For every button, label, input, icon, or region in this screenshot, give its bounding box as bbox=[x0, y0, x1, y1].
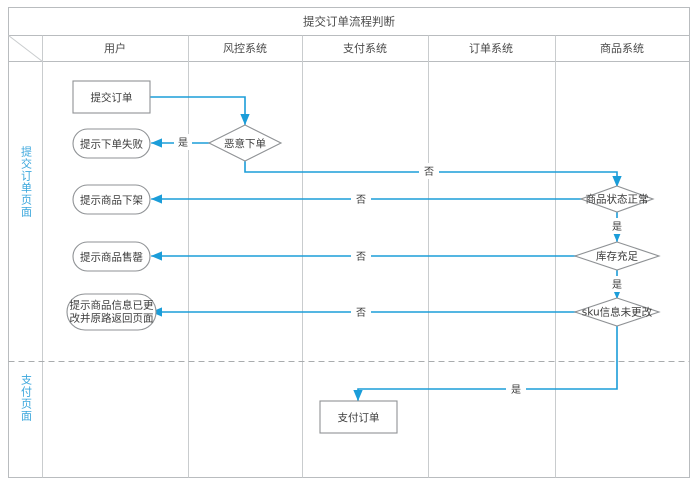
edge-label-stock-yes: 是 bbox=[612, 279, 622, 291]
node-label-malicious-order: 恶意下单 bbox=[224, 137, 266, 150]
node-label-tip-sku-changed-line1: 提示商品信息已更 bbox=[70, 299, 154, 312]
column-header-user: 用户 bbox=[104, 41, 126, 55]
column-header-pay: 支付系统 bbox=[343, 42, 387, 55]
node-submit-order[interactable]: 提交订单 bbox=[72, 80, 151, 114]
node-label-tip-sku-changed-line2: 改并原路返回页面 bbox=[70, 312, 154, 325]
column-header-order: 订单系统 bbox=[469, 42, 513, 55]
edge-label-sku-yes: 是 bbox=[511, 384, 521, 396]
node-tip-order-failed[interactable]: 提示下单失败 bbox=[72, 128, 151, 159]
edge-label-product-status-yes: 是 bbox=[612, 221, 622, 233]
column-header-product: 商品系统 bbox=[600, 41, 644, 55]
node-tip-product-soldout[interactable]: 提示商品售罄 bbox=[72, 241, 151, 272]
node-label-pay-order: 支付订单 bbox=[338, 411, 380, 424]
lane-label-submit-order-page: 提交订单页面 bbox=[20, 146, 33, 218]
lane-label-payment-page: 支付页面 bbox=[20, 374, 33, 422]
swimlane-grid bbox=[8, 7, 690, 478]
node-label-product-status-normal: 商品状态正常 bbox=[586, 193, 649, 206]
column-header-risk: 风控系统 bbox=[223, 41, 267, 55]
node-pay-order[interactable]: 支付订单 bbox=[319, 400, 398, 434]
edge-label-sku-no: 否 bbox=[356, 307, 366, 319]
node-product-status-normal[interactable]: 商品状态正常 bbox=[579, 185, 655, 213]
edge-label-stock-no: 否 bbox=[356, 251, 366, 263]
node-tip-sku-changed[interactable]: 提示商品信息已更 改并原路返回页面 bbox=[66, 293, 157, 331]
flow-edge-labels: 是 否 否 是 否 是 否 是 bbox=[174, 134, 626, 397]
node-sku-unchanged[interactable]: sku信息未更改 bbox=[573, 297, 661, 327]
node-label-stock-enough: 库存充足 bbox=[596, 250, 638, 263]
node-stock-enough[interactable]: 库存充足 bbox=[573, 241, 661, 271]
node-label-tip-order-failed: 提示下单失败 bbox=[80, 138, 143, 151]
edge-label-product-status-no: 否 bbox=[356, 194, 366, 206]
edge-label-malicious-no: 否 bbox=[424, 166, 434, 178]
node-label-sku-unchanged: sku信息未更改 bbox=[582, 306, 653, 319]
node-tip-product-offline[interactable]: 提示商品下架 bbox=[72, 184, 151, 215]
diagram-title: 提交订单流程判断 bbox=[303, 15, 395, 29]
node-label-tip-product-soldout: 提示商品售罄 bbox=[80, 251, 143, 264]
node-label-tip-product-offline: 提示商品下架 bbox=[80, 194, 143, 207]
edge-submit-to-malicious bbox=[149, 96, 250, 126]
edge-label-malicious-yes: 是 bbox=[178, 137, 188, 149]
node-malicious-order[interactable]: 恶意下单 bbox=[207, 124, 283, 162]
edge-sku-yes-to-pay bbox=[353, 325, 618, 402]
node-label-submit-order: 提交订单 bbox=[91, 91, 133, 104]
